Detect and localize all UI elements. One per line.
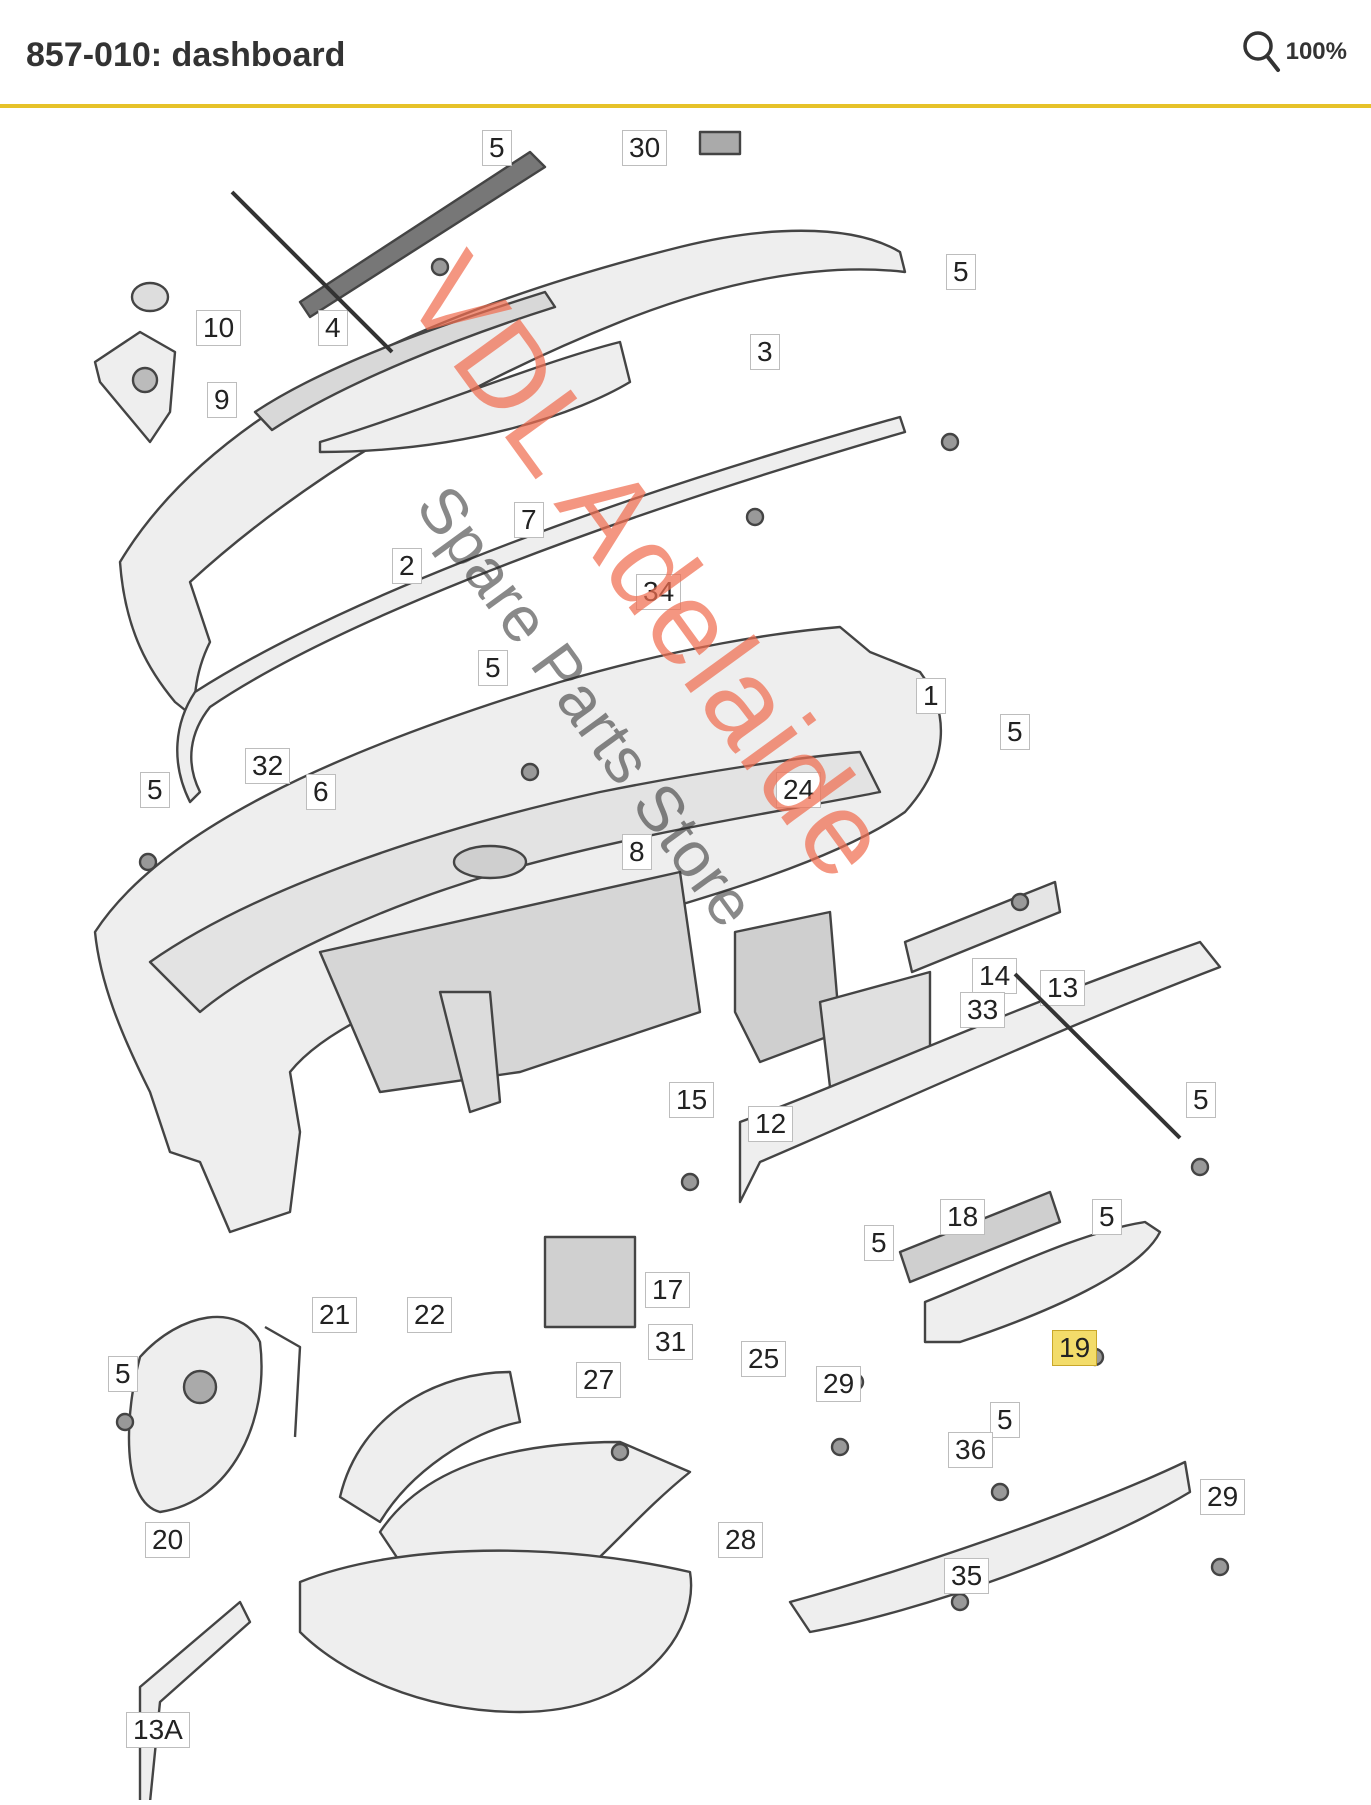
part-label-24[interactable]: 24 — [776, 772, 822, 808]
page-title: 857-010: dashboard — [26, 36, 346, 74]
dashboard-fascia — [148, 750, 882, 1014]
cup-holder — [452, 844, 528, 880]
module-17 — [543, 1235, 637, 1329]
part-label-33[interactable]: 33 — [960, 992, 1006, 1028]
part-label-1[interactable]: 1 — [916, 678, 946, 714]
trim-strip-2 — [176, 415, 907, 804]
part-label-5[interactable]: 5 — [864, 1225, 894, 1261]
part-label-17[interactable]: 17 — [645, 1272, 691, 1308]
part-label-2[interactable]: 2 — [392, 548, 422, 584]
header-bar: 857-010: dashboard 100% — [0, 0, 1371, 108]
part-label-21[interactable]: 21 — [312, 1297, 358, 1333]
part-label-8[interactable]: 8 — [622, 834, 652, 870]
part-label-13A[interactable]: 13A — [126, 1712, 190, 1748]
top-vent-strip — [298, 150, 547, 319]
part-label-5[interactable]: 5 — [1186, 1082, 1216, 1118]
trim-13A — [138, 1600, 252, 1804]
part-label-19-selected[interactable]: 19 — [1052, 1330, 1098, 1366]
part-label-35[interactable]: 35 — [944, 1558, 990, 1594]
airbag-20 — [127, 1315, 263, 1514]
part-label-12[interactable]: 12 — [748, 1106, 794, 1142]
switch-unit-18 — [898, 1190, 1062, 1284]
part-label-27[interactable]: 27 — [576, 1362, 622, 1398]
ring-10 — [130, 281, 170, 313]
part-label-9[interactable]: 9 — [207, 382, 237, 418]
part-label-5[interactable]: 5 — [482, 130, 512, 166]
rod-21 — [264, 1325, 302, 1438]
part-label-5[interactable]: 5 — [478, 650, 508, 686]
part-label-18[interactable]: 18 — [940, 1199, 986, 1235]
part-label-30[interactable]: 30 — [622, 130, 668, 166]
part-label-25[interactable]: 25 — [741, 1341, 787, 1377]
magnifier-icon — [1242, 31, 1280, 72]
clip-30 — [698, 130, 742, 156]
shroud-22 — [338, 1370, 522, 1524]
part-label-32[interactable]: 32 — [245, 748, 291, 784]
part-label-13[interactable]: 13 — [1040, 970, 1086, 1006]
dashboard-frame — [318, 870, 702, 1094]
zoom-control[interactable]: 100% — [1242, 30, 1347, 74]
part-label-7[interactable]: 7 — [514, 502, 544, 538]
part-label-20[interactable]: 20 — [145, 1522, 191, 1558]
part-label-10[interactable]: 10 — [196, 310, 242, 346]
part-label-14[interactable]: 14 — [972, 958, 1018, 994]
parts-diagram: 5 30 10 4 5 9 3 7 2 34 5 1 5 32 6 5 24 8… — [0, 112, 1371, 1804]
upper-vent-slot — [253, 290, 557, 432]
lower-trim-35 — [788, 1460, 1192, 1634]
part-label-5[interactable]: 5 — [1092, 1199, 1122, 1235]
part-label-22[interactable]: 22 — [407, 1297, 453, 1333]
part-label-5[interactable]: 5 — [1000, 714, 1030, 750]
part-label-31[interactable]: 31 — [648, 1324, 694, 1360]
zoom-level: 100% — [1285, 38, 1347, 65]
part-label-29[interactable]: 29 — [1200, 1479, 1246, 1515]
part-label-15[interactable]: 15 — [669, 1082, 715, 1118]
part-label-5[interactable]: 5 — [990, 1402, 1020, 1438]
part-label-36[interactable]: 36 — [948, 1432, 994, 1468]
trim-19 — [923, 1220, 1162, 1344]
cover-28 — [298, 1549, 693, 1714]
part-label-6[interactable]: 6 — [306, 774, 336, 810]
part-label-5[interactable]: 5 — [140, 772, 170, 808]
panel-7 — [318, 340, 632, 454]
support-strut — [438, 990, 502, 1114]
part-label-34[interactable]: 34 — [636, 574, 682, 610]
part-label-28[interactable]: 28 — [718, 1522, 764, 1558]
exploded-view-drawing — [93, 130, 1230, 1804]
part-label-29[interactable]: 29 — [816, 1366, 862, 1402]
display-unit-12 — [733, 910, 842, 1064]
part-label-3[interactable]: 3 — [750, 334, 780, 370]
part-label-5[interactable]: 5 — [108, 1356, 138, 1392]
part-label-5[interactable]: 5 — [946, 254, 976, 290]
part-label-4[interactable]: 4 — [318, 310, 348, 346]
